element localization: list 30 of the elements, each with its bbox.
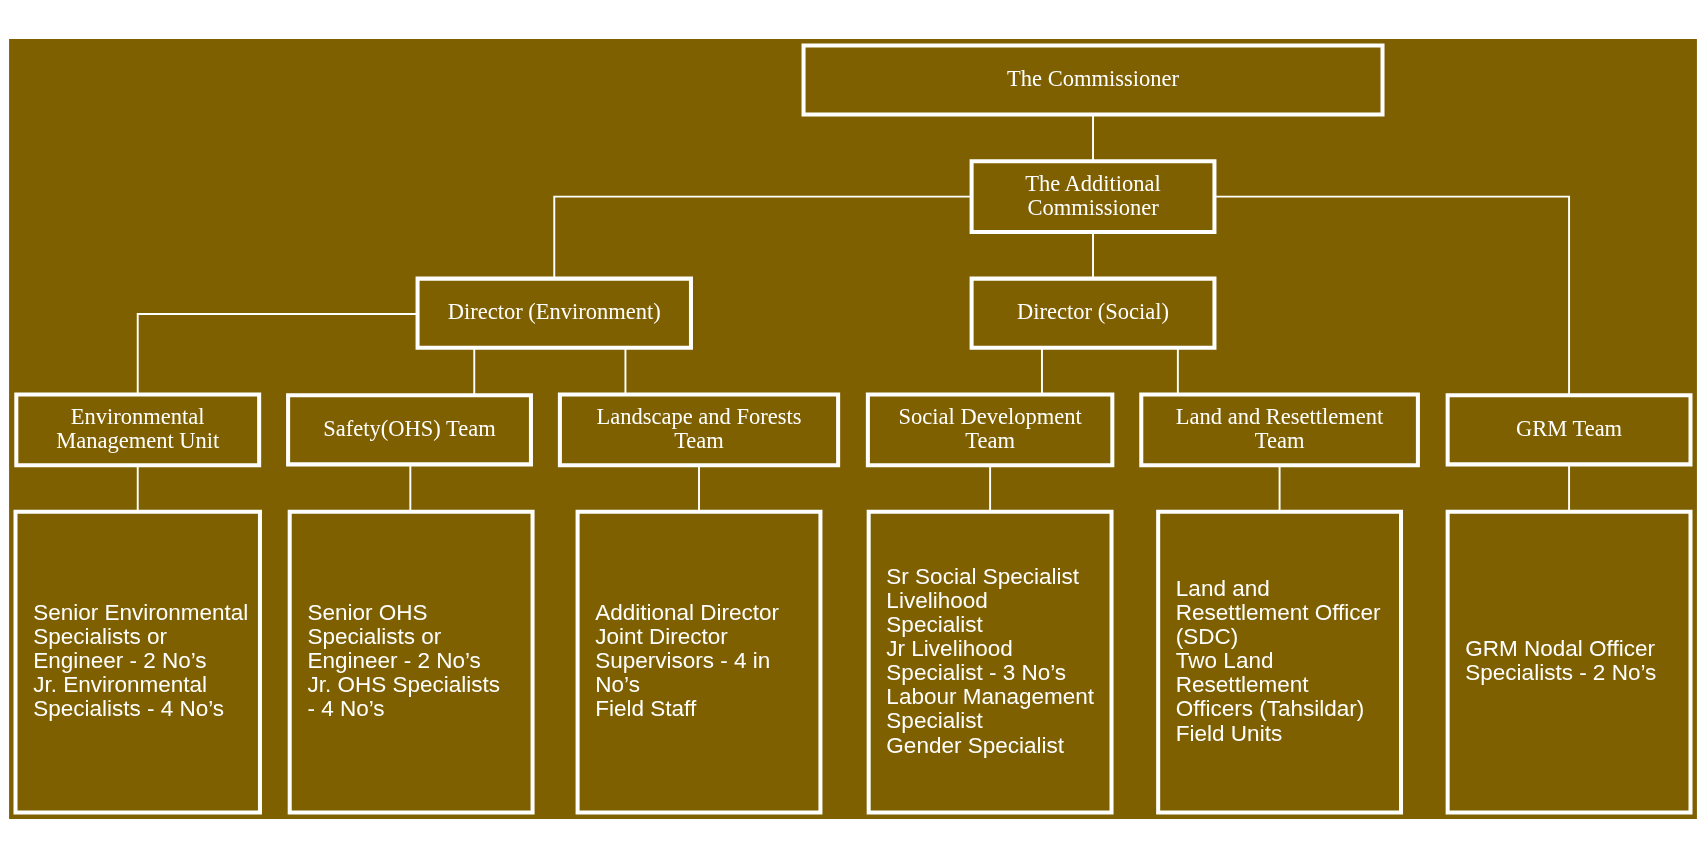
node-box: The Additional Commissioner <box>969 158 1217 234</box>
node-box: Director (Environment) <box>415 276 693 350</box>
node-box: Social Development Team <box>865 391 1115 467</box>
connector <box>1092 113 1094 162</box>
node-box: Landscape and Forests Team <box>557 391 841 467</box>
node-box: Additional Director Joint Director Supervisors - 4 in No’s Field Staff <box>575 509 823 815</box>
connector <box>989 464 992 512</box>
connector <box>1568 463 1571 513</box>
node-box: Environmental Management Unit <box>14 391 262 467</box>
connector <box>698 464 700 512</box>
connector <box>1214 195 1571 396</box>
connector <box>473 346 476 396</box>
node-box: Safety(OHS) Team <box>286 392 533 466</box>
connector <box>553 195 973 279</box>
connector <box>1278 464 1281 512</box>
connector <box>624 346 627 395</box>
node-box: The Commissioner <box>801 42 1385 117</box>
node-box: Land and Resettlement Officer (SDC) Two Land Resettlement Officers (Tahsildar) Field Units <box>1156 509 1403 815</box>
connector <box>1041 346 1043 395</box>
connector <box>1176 346 1179 395</box>
node-box: GRM Team <box>1445 392 1693 466</box>
connector <box>136 464 139 512</box>
node-box: Senior Environmental Specialists or Engineer - 2 No’s Jr. Environmental Specialists - 4 No’s <box>13 509 262 815</box>
node-box: Director (Social) <box>969 276 1217 350</box>
connector <box>409 463 412 513</box>
connector <box>136 312 419 395</box>
node-box: Sr Social Specialist Livelihood Specialist Jr Livelihood Specialist - 3 No’s Labour Management Specialist Gender Specialist <box>866 509 1114 815</box>
node-box: Senior OHS Specialists or Engineer - 2 No’s Jr. OHS Specialists - 4 No’s <box>287 509 535 815</box>
node-box: GRM Nodal Officer Specialists - 2 No’s <box>1445 509 1693 815</box>
node-box: Land and Resettlement Team <box>1139 391 1420 467</box>
